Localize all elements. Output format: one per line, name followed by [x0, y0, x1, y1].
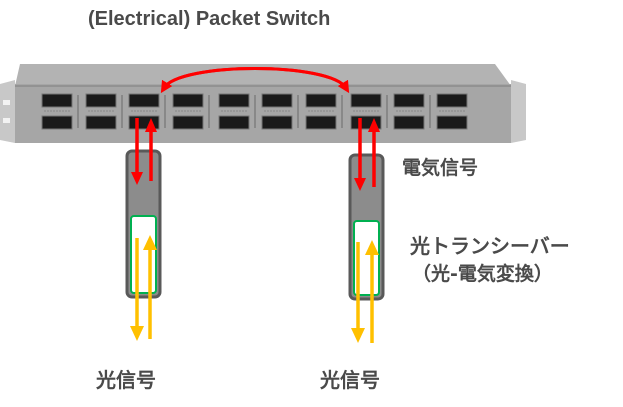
switch-port-10: [436, 93, 468, 130]
switching-path-arrow-reverse: [162, 67, 350, 94]
optical-signal-arrows-right: [351, 240, 379, 343]
switch-port-5: [218, 93, 256, 130]
optical-signal-label-left: 光信号: [96, 368, 156, 392]
switch-port-4: [172, 93, 210, 130]
switch-port-2: [85, 93, 123, 130]
switch-port-9: [393, 93, 431, 130]
packet-switch: [15, 64, 511, 143]
transceiver-sublabel: （光-電気変換）: [412, 263, 553, 285]
diagram-title: (Electrical) Packet Switch: [88, 8, 331, 30]
optical-signal-label-right: 光信号: [320, 368, 380, 392]
switch-port-6: [261, 93, 299, 130]
transceiver-right: [348, 153, 385, 301]
transceiver-label: 光トランシーバー: [410, 234, 570, 258]
electrical-signal-arrows-right: [354, 118, 380, 191]
electrical-signal-label: 電気信号: [402, 157, 479, 179]
switch-port-7: [305, 93, 343, 130]
electrical-signal-arrows-left: [131, 118, 157, 185]
rack-ear-left: [0, 80, 15, 143]
switch-port-1: [41, 93, 79, 130]
optical-signal-arrows-left: [130, 235, 157, 341]
